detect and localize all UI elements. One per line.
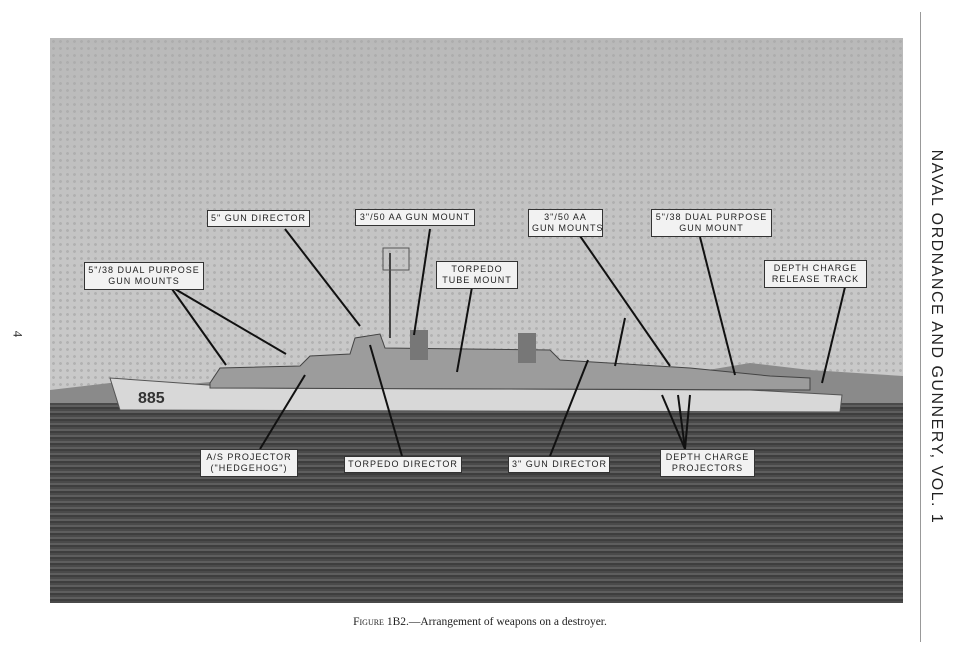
- page-number: 4: [10, 330, 26, 338]
- page-margin-rule: [920, 12, 921, 642]
- superstructure: [209, 333, 811, 391]
- hull-number: 885: [138, 390, 165, 407]
- sea: [50, 403, 903, 603]
- label-5in-gun-director: 5" GUN DIRECTOR: [207, 210, 310, 227]
- running-title: NAVAL ORDNANCE AND GUNNERY, VOL. 1: [926, 150, 946, 525]
- figure-caption: Figure 1B2.—Arrangement of weapons on a …: [0, 616, 960, 628]
- running-title-text: NAVAL ORDNANCE AND GUNNERY, VOL. 1: [928, 149, 945, 525]
- label-hedgehog: A/S PROJECTOR("HEDGEHOG"): [200, 449, 298, 477]
- leader-lines: [171, 228, 846, 457]
- label-3in50-aa-gun-mount: 3"/50 AA GUN MOUNT: [355, 209, 475, 226]
- figure-number: Figure 1B2.: [353, 616, 409, 628]
- ship-illustration: 885: [50, 228, 903, 457]
- label-3in-gun-director: 3" GUN DIRECTOR: [508, 456, 610, 473]
- label-torpedo-director: TORPEDO DIRECTOR: [344, 456, 462, 473]
- radar: [382, 247, 410, 271]
- forward-stack: [410, 330, 428, 360]
- caption-text: —Arrangement of weapons on a destroyer.: [408, 616, 607, 628]
- aft-stack: [518, 333, 536, 363]
